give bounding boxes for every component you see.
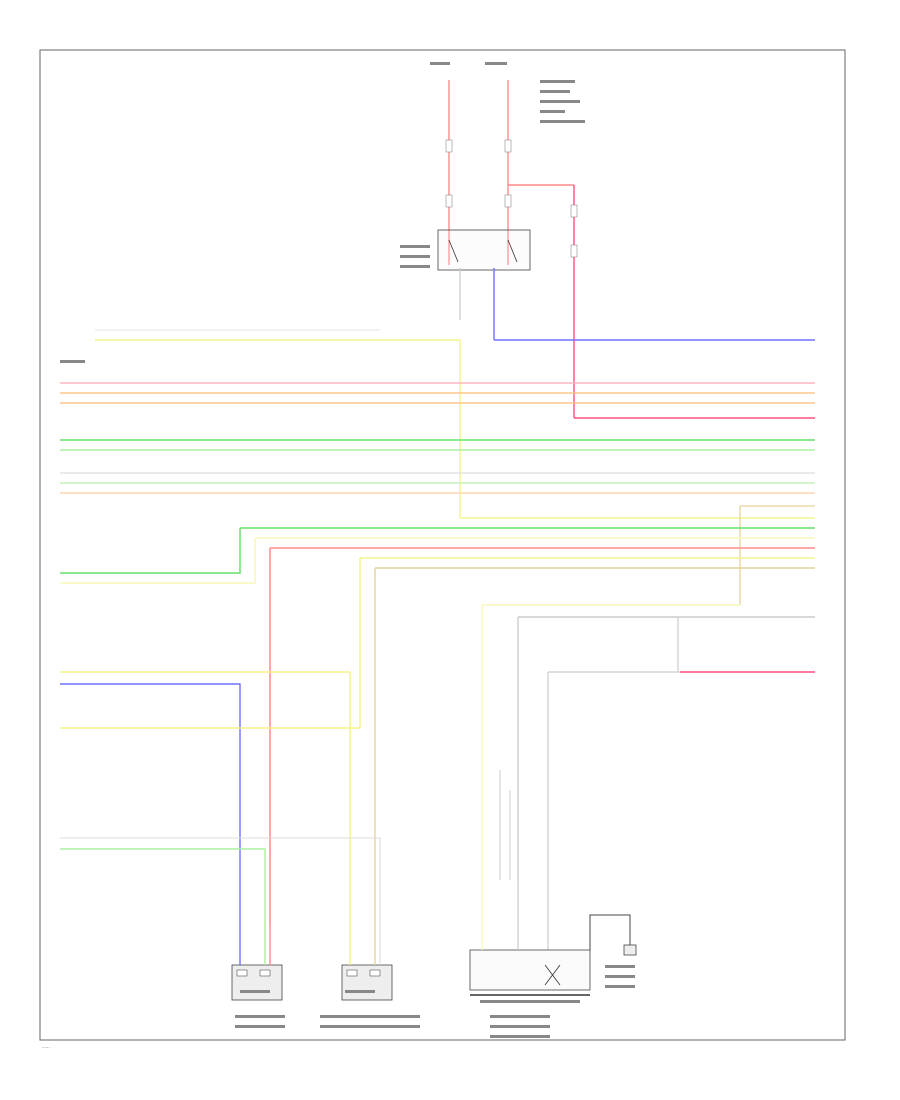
control-module-bottom [469, 880, 591, 996]
left-branches [60, 528, 381, 945]
text-placeholders [60, 62, 635, 1038]
bus-lines [60, 382, 815, 605]
relay-module [437, 229, 815, 341]
actuator-right [341, 945, 393, 1001]
right-branches [481, 604, 815, 950]
switch-feed-line [95, 329, 815, 519]
fuse-feed-top [445, 80, 578, 418]
motor-bottom-right [589, 914, 637, 956]
actuator-left [231, 925, 283, 1001]
page-code: ...... [42, 1044, 50, 1049]
diagram-frame [39, 49, 846, 1041]
fuse-icon [445, 139, 578, 258]
